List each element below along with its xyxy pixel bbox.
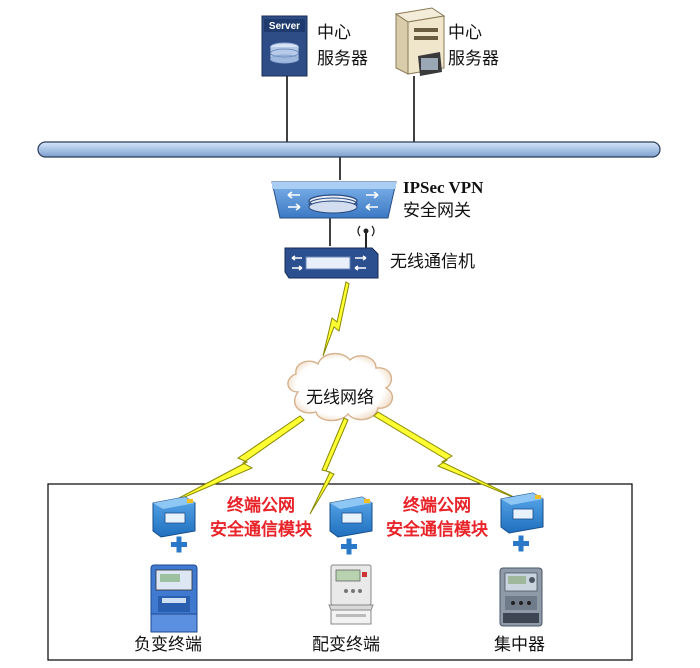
terminal-label: 集中器 <box>494 635 545 655</box>
terminal-label: 负变终端 <box>134 635 202 655</box>
gateway-label-line2: 安全网关 <box>403 201 471 221</box>
concentrator-icon <box>499 567 543 627</box>
server2-label-line2: 服务器 <box>448 49 499 69</box>
server1-label-line1: 中心 <box>317 23 351 43</box>
network-bus <box>37 141 661 158</box>
wireless-communicator-icon <box>284 225 379 279</box>
wireless-unit-label: 无线通信机 <box>390 252 475 272</box>
comm-module-icon <box>152 496 196 538</box>
plus-icon <box>341 538 357 555</box>
server2-label-line1: 中心 <box>448 23 482 43</box>
module-label-right-line2: 安全通信模块 <box>386 520 488 540</box>
comm-module-icon <box>500 492 544 534</box>
server1-label-line2: 服务器 <box>317 49 368 69</box>
plus-icon <box>171 536 187 553</box>
wireless-network-cloud-icon <box>287 353 394 422</box>
module-label-left-line1: 终端公网 <box>227 496 295 516</box>
meter-terminal-icon <box>150 564 198 633</box>
server-icon-label: Server <box>269 21 300 32</box>
vpn-gateway-icon <box>271 181 397 219</box>
lightning-bolt-icon <box>163 415 305 507</box>
distribution-terminal-icon <box>328 564 374 625</box>
server-icon: Server <box>261 15 308 77</box>
terminal-label: 配变终端 <box>312 635 380 655</box>
lightning-bolt-icon <box>322 281 350 357</box>
module-label-left-line2: 安全通信模块 <box>210 520 312 540</box>
cloud-label: 无线网络 <box>306 388 374 408</box>
comm-module-icon <box>329 496 373 538</box>
lightning-bolt-icon <box>373 411 521 501</box>
module-label-right-line1: 终端公网 <box>403 496 471 516</box>
computer-icon <box>394 7 446 76</box>
gateway-label-line1: IPSec VPN <box>403 178 484 197</box>
lightning-bolt-icon <box>309 417 349 515</box>
terminal-area-frame <box>47 483 633 661</box>
plus-icon <box>513 535 529 552</box>
